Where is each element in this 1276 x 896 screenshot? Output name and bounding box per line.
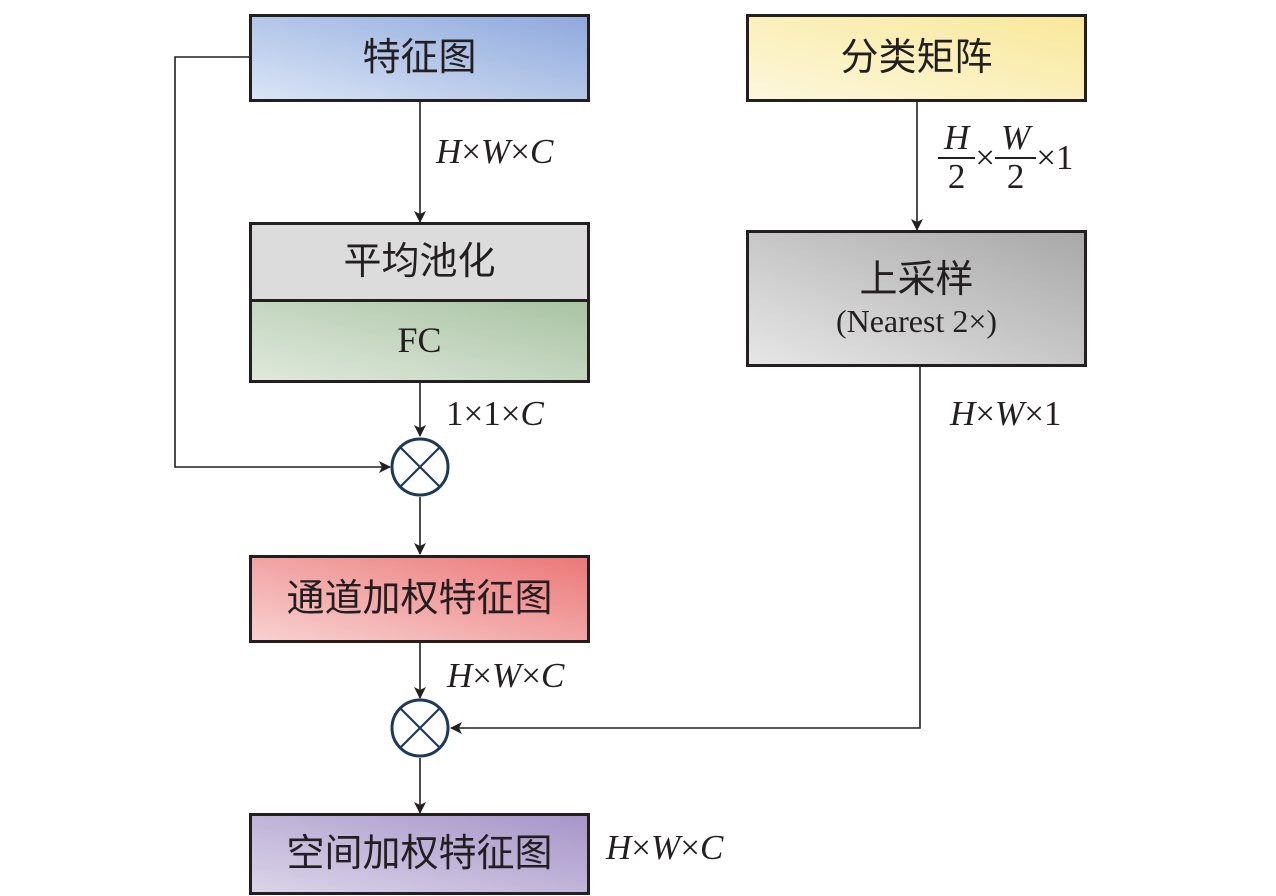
fc-dims-label: 1×1×C	[446, 394, 544, 433]
feature-map-box: 特征图	[249, 14, 590, 102]
upsample-label: 上采样	[859, 256, 974, 301]
avg-pool-box: 平均池化	[249, 222, 590, 302]
channel-dims-label: H×W×C	[447, 656, 565, 695]
fc-label: FC	[397, 320, 442, 361]
channel-weighted-label: 通道加权特征图	[286, 576, 553, 621]
class-dims-label: H 2 × W 2 ×1	[938, 119, 1073, 196]
upsample-dims-label: H×W×1	[950, 394, 1062, 433]
spatial-weighted-label: 空间加权特征图	[286, 831, 553, 876]
arrow-upsample-to-multiply	[450, 366, 921, 734]
multiply-operator-2	[390, 698, 450, 758]
fc-box: FC	[249, 299, 590, 383]
upsample-method-label: (Nearest 2×)	[835, 303, 998, 340]
channel-weighted-box: 通道加权特征图	[249, 555, 590, 643]
arrow-feature-skip	[174, 56, 391, 473]
spatial-dims-label: H×W×C	[606, 828, 724, 867]
class-matrix-box: 分类矩阵	[746, 14, 1087, 102]
avg-pool-label: 平均池化	[343, 239, 496, 284]
class-matrix-label: 分类矩阵	[840, 35, 993, 80]
multiply-operator-1	[390, 437, 450, 497]
h-half-fraction: H 2	[938, 119, 976, 196]
w-half-fraction: W 2	[995, 119, 1037, 196]
spatial-weighted-box: 空间加权特征图	[249, 813, 590, 895]
feature-map-label: 特征图	[362, 35, 477, 80]
feature-dims-label: H×W×C	[436, 132, 554, 171]
upsample-box: 上采样 (Nearest 2×)	[746, 230, 1087, 367]
